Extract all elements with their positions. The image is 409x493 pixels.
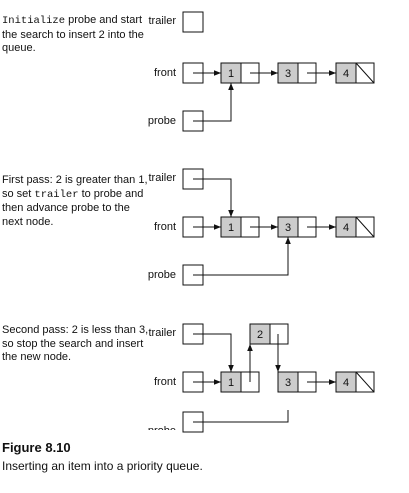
node-1-value: 1 [228, 222, 234, 234]
figure-caption: Inserting an item into a priority queue. [2, 459, 203, 473]
node-3-value: 3 [285, 377, 291, 389]
arrow-trailer-to-n1 [193, 333, 234, 372]
arrow-probe-to-n1 [193, 83, 234, 122]
node-3-value: 3 [285, 222, 291, 234]
node-4-value: 4 [343, 377, 349, 389]
label-front: front [154, 221, 176, 233]
label-front: front [154, 376, 176, 388]
label-trailer: trailer [148, 327, 176, 339]
null-slash [355, 62, 375, 84]
step3-probe-row [182, 410, 289, 433]
label-front: front [154, 67, 176, 79]
label-probe: probe [148, 425, 176, 430]
node-2-next [269, 323, 289, 345]
node-3-value: 3 [285, 68, 291, 80]
code-initialize: Initialize [2, 15, 66, 27]
node-4-value: 4 [343, 68, 349, 80]
null-slash [355, 371, 375, 393]
arrow-probe-to-n3 [193, 237, 291, 276]
node-4-value: 4 [343, 222, 349, 234]
step3-description: Second pass: 2 is less than 3, so stop t… [2, 324, 149, 363]
trailer-pointer-box [182, 11, 204, 33]
arrow-probe-to-n3 [193, 410, 289, 423]
arrow-trailer-to-n1 [193, 178, 234, 217]
node-1-value: 1 [228, 377, 234, 389]
label-trailer: trailer [148, 172, 176, 184]
node-1-value: 1 [228, 68, 234, 80]
null-slash [355, 216, 375, 238]
step3-diagram: trailer 2 front 1 3 4 probe [148, 323, 375, 430]
step2-description: First pass: 2 is greater than 1, so set … [2, 174, 148, 228]
figure-number: Figure 8.10 [2, 440, 71, 455]
label-probe: probe [148, 269, 176, 281]
code-trailer: trailer [34, 188, 79, 201]
label-trailer: trailer [148, 15, 176, 27]
label-probe: probe [148, 115, 176, 127]
linked-list-diagram: trailer front 1 3 4 probe [148, 11, 375, 430]
step2-diagram: trailer front 1 3 4 probe [148, 168, 375, 286]
step1-diagram: trailer front 1 3 4 probe [148, 11, 375, 132]
step1-description: Initialize probe and start the search to… [2, 14, 144, 54]
node-2-value: 2 [257, 329, 263, 341]
